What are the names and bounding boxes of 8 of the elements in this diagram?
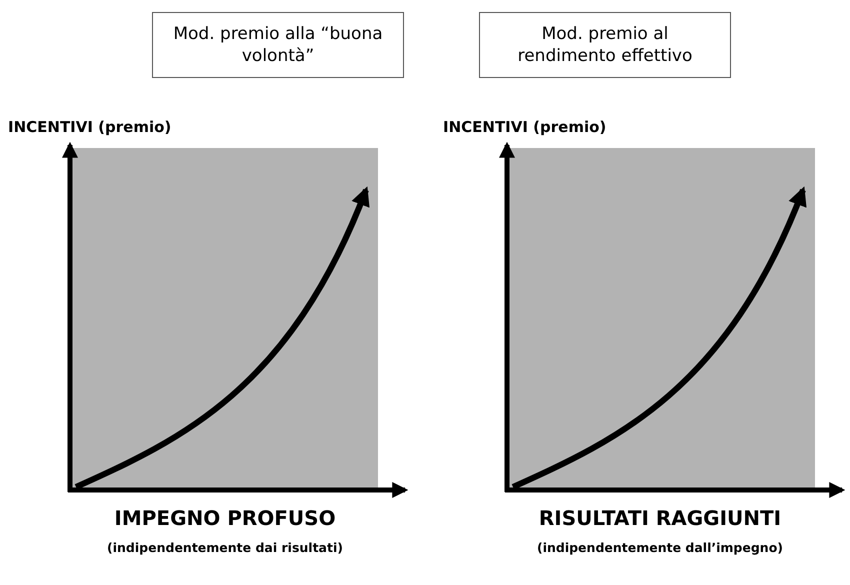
axis-title: INCENTIVI (premio) — [8, 118, 172, 136]
axis-note: (indipendentemente dall’impegno) — [536, 540, 784, 555]
axis-title: RISULTATI RAGGIUNTI — [538, 506, 782, 530]
title-box: Mod. premio al rendimento effettivo — [479, 12, 731, 78]
title-box: Mod. premio alla “buona volontà” — [152, 12, 404, 78]
axis-title: INCENTIVI (premio) — [443, 118, 606, 136]
axis-title: IMPEGNO PROFUSO — [114, 506, 336, 530]
axis-note: (indipendentemente dai risultati) — [107, 540, 343, 555]
